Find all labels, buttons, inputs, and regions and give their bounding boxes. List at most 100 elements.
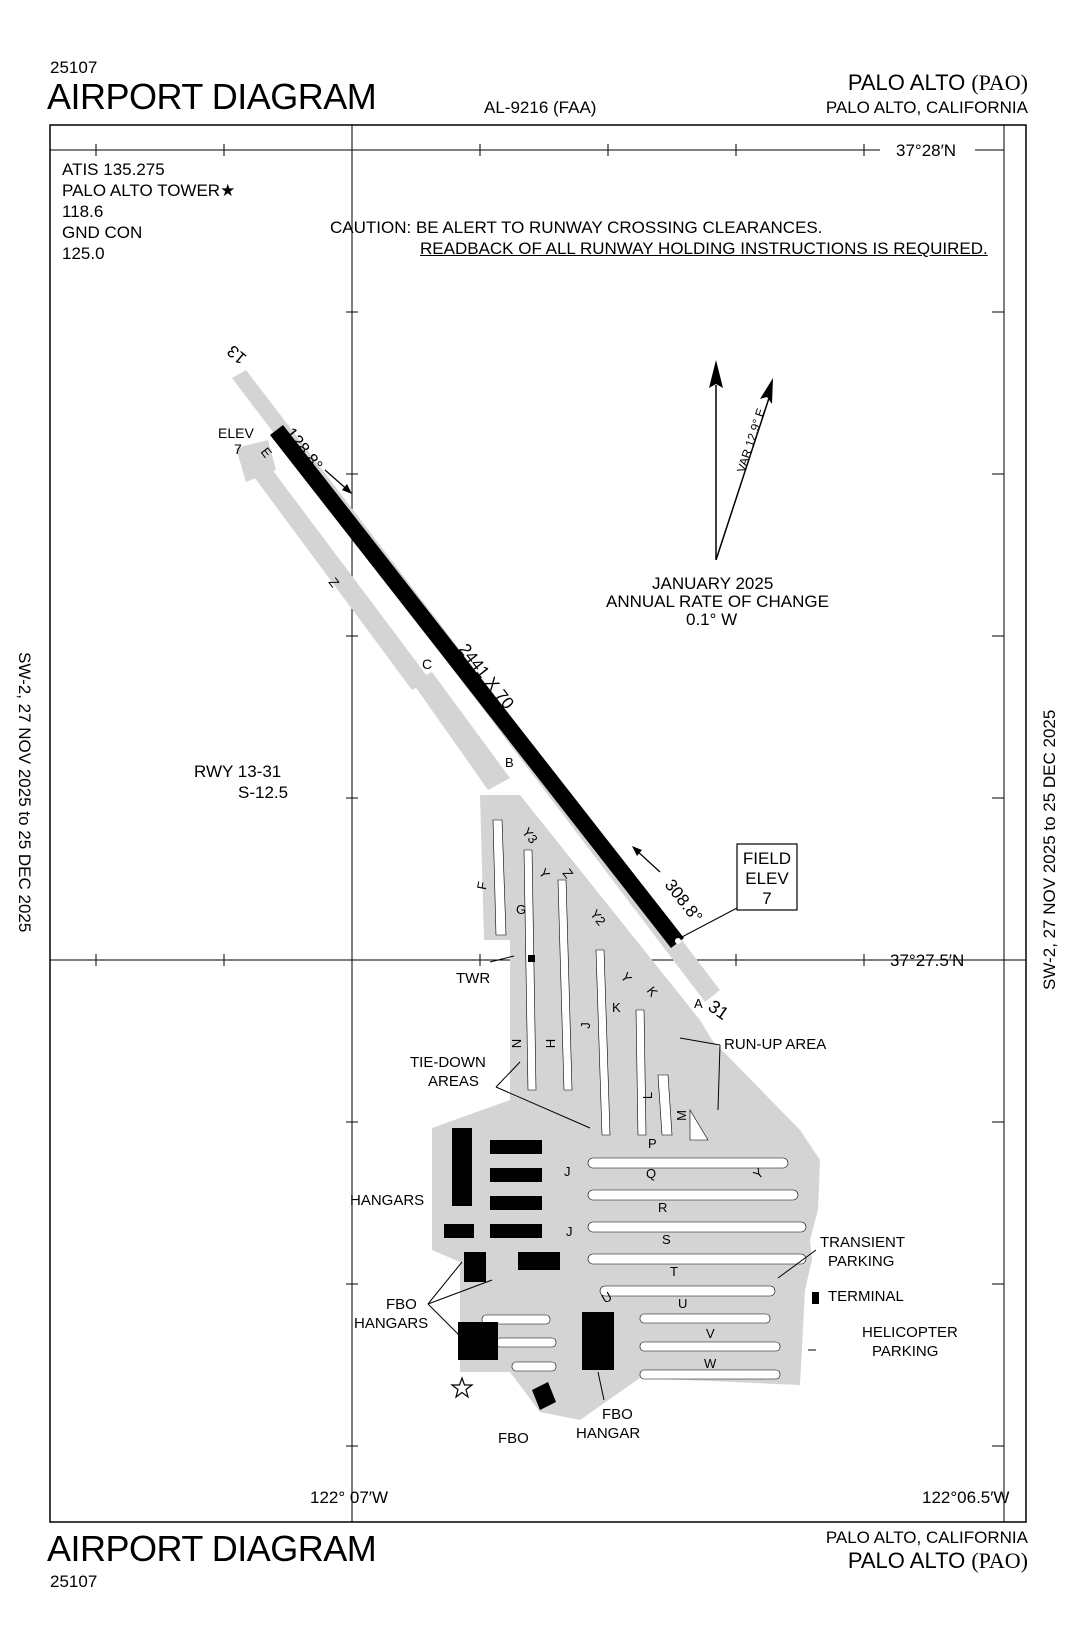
magvar-date: JANUARY 2025	[652, 574, 774, 593]
latitude-top: 37°28′N	[896, 141, 957, 160]
hangar-2	[490, 1140, 542, 1154]
tower-label-map: TWR	[456, 970, 491, 987]
island-l	[635, 1009, 647, 1136]
airport-name: PALO ALTO	[847, 70, 966, 95]
fbo-building	[532, 1382, 556, 1410]
runway-strength: S-12.5	[238, 783, 289, 802]
island-u	[639, 1313, 771, 1324]
tiedown-label-2: AREAS	[428, 1073, 479, 1090]
field-elev-leader	[679, 907, 738, 939]
airport-title: PALO ALTO (PAO)	[848, 70, 1028, 96]
runup-area-label: RUN-UP AREA	[724, 1036, 827, 1053]
terminal-label: TERMINAL	[828, 1288, 904, 1305]
airport-id: (PAO)	[971, 70, 1028, 95]
field-elev-point	[675, 938, 681, 944]
longitude-right: 122°06.5′W	[922, 1488, 1010, 1507]
taxiway-islands	[481, 819, 807, 1380]
island-v	[639, 1341, 781, 1352]
caution-line-2: READBACK OF ALL RUNWAY HOLDING INSTRUCTI…	[420, 239, 988, 258]
fbo-hangars-label-2: HANGARS	[354, 1315, 429, 1332]
fbo-label: FBO	[498, 1430, 529, 1447]
island-f	[492, 819, 507, 936]
chart-title: AIRPORT DIAGRAM	[47, 76, 377, 117]
island-r	[587, 1221, 807, 1233]
magvar-rate-label: ANNUAL RATE OF CHANGE	[606, 592, 829, 611]
star-icon: ★	[220, 181, 236, 200]
tower-building	[528, 955, 535, 962]
hangar-3	[490, 1168, 542, 1182]
side-label-right: SW-2, 27 NOV 2025 to 25 DEC 2025	[1040, 709, 1059, 990]
magnetic-north-line	[715, 394, 771, 561]
taxiway-w: W	[704, 1356, 717, 1371]
true-north-arrow-icon	[709, 360, 723, 388]
fbo-hangar-b	[518, 1252, 560, 1270]
island-k	[595, 949, 611, 1136]
heading-128-arrowhead-icon	[342, 484, 352, 494]
taxiway-n: N	[509, 1038, 525, 1049]
taxiway-e-area	[236, 440, 276, 482]
fbo-hangars-label-1: FBO	[386, 1296, 417, 1313]
island-j	[557, 879, 573, 1091]
taxiway-c-area	[412, 672, 510, 790]
island-fbo-2	[495, 1337, 557, 1348]
fbo-hangar-label-2: HANGAR	[576, 1425, 641, 1442]
footer-title: AIRPORT DIAGRAM	[47, 1528, 377, 1569]
taxiway-t: T	[670, 1264, 678, 1279]
island-h	[523, 849, 537, 1091]
footer-cycle: 25107	[50, 1572, 98, 1591]
ground-label: GND CON	[62, 223, 143, 242]
map-frame	[49, 124, 1027, 1523]
atis-frequency: ATIS 135.275	[62, 160, 165, 179]
tower-name: PALO ALTO TOWER★	[62, 181, 235, 201]
caution-line-1: CAUTION: BE ALERT TO RUNWAY CROSSING CLE…	[330, 218, 823, 237]
leader-lines	[427, 955, 817, 1401]
taxiway-v: V	[706, 1326, 715, 1341]
helicopter-label-1: HELICOPTER	[862, 1324, 958, 1341]
hangar-6	[444, 1224, 474, 1238]
taxiway-y-spur	[740, 1100, 812, 1182]
island-m2	[689, 1108, 709, 1141]
transient-label-1: TRANSIENT	[820, 1234, 906, 1251]
fbo-hangar-d	[582, 1312, 614, 1370]
taxiway-k: K	[612, 1000, 621, 1015]
taxiway-s: S	[662, 1232, 671, 1247]
cycle-number: 25107	[50, 58, 98, 77]
taxiway-r: R	[658, 1200, 668, 1215]
runway-13-31	[270, 425, 684, 948]
taxiway-j-west: J	[564, 1164, 571, 1179]
taxiway-e-connector	[240, 456, 430, 690]
island-q	[587, 1189, 799, 1201]
hangar-1	[452, 1128, 472, 1206]
taxiway-p: P	[648, 1136, 657, 1151]
runway-designation: RWY 13-31	[194, 762, 282, 781]
longitude-left: 122° 07′W	[310, 1488, 389, 1507]
city-state: PALO ALTO, CALIFORNIA	[825, 98, 1028, 117]
heading-308-arrowhead-icon	[632, 846, 642, 856]
field-elev-line-2: ELEV	[745, 869, 789, 888]
beacon-icon	[450, 1376, 474, 1399]
taxiway-h: H	[543, 1038, 559, 1049]
buildings	[444, 955, 819, 1410]
magvar-rate: 0.1° W	[686, 610, 738, 629]
island-t	[599, 1285, 776, 1297]
island-w	[639, 1369, 781, 1380]
taxiway-u: U	[678, 1296, 688, 1311]
taxiway-g: G	[516, 902, 527, 917]
taxiway-m: M	[673, 1110, 689, 1121]
latitude-mid: 37°27.5′N	[890, 951, 965, 970]
field-elev-line-1: FIELD	[742, 849, 792, 868]
taxiway-j-north: J	[577, 1022, 593, 1029]
elev-value: 7	[234, 441, 242, 457]
fbo-hangar-label-1: FBO	[602, 1406, 633, 1423]
fbo-hangar-c	[458, 1322, 498, 1360]
taxiway-c: C	[422, 656, 433, 672]
hangar-5	[490, 1224, 542, 1238]
terminal-building	[812, 1292, 819, 1304]
field-elev-value: 7	[762, 889, 772, 908]
island-p	[587, 1157, 789, 1169]
helicopter-label-2: PARKING	[872, 1343, 939, 1360]
island-fbo-1	[481, 1314, 551, 1325]
elev-label: ELEV	[218, 425, 254, 441]
field-elev-box	[736, 843, 798, 911]
taxiway-j-south: J	[566, 1224, 573, 1239]
